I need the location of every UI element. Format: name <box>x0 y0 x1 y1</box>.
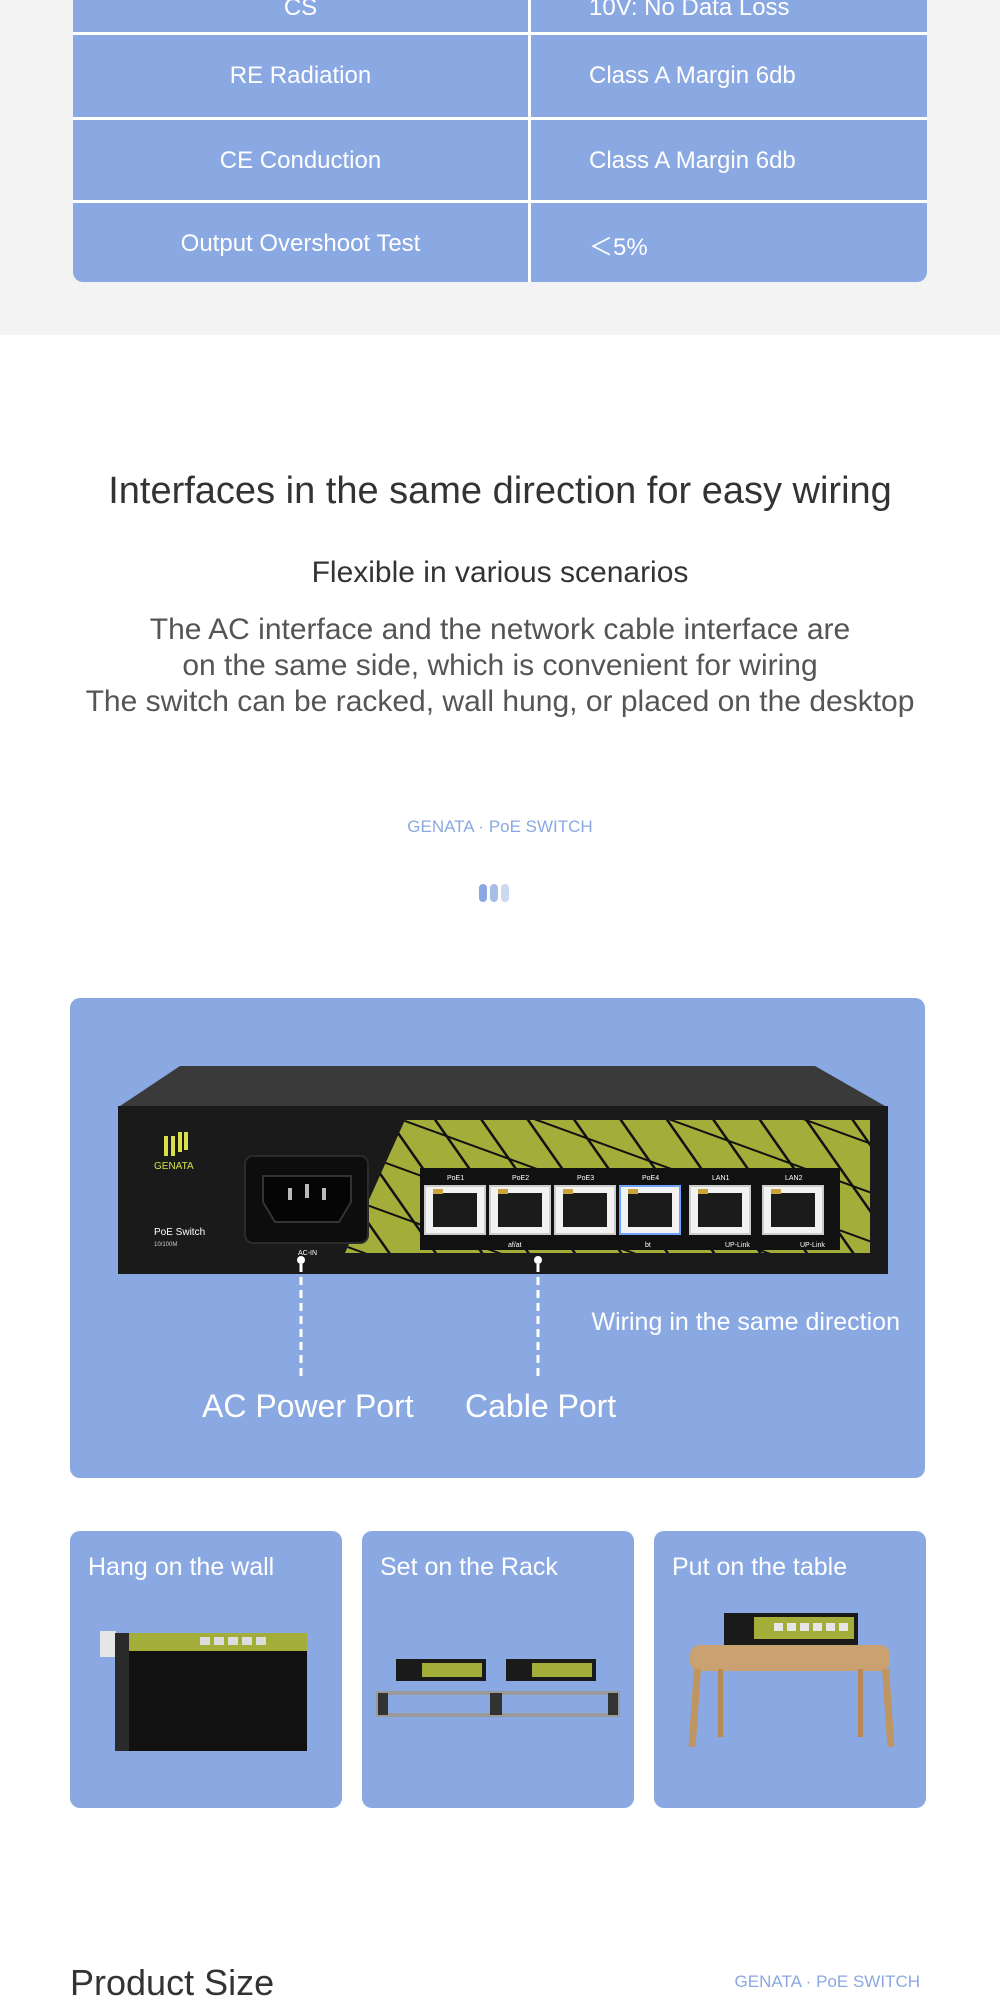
rack-mount-illustration <box>376 1659 620 1717</box>
table-row: CE Conduction Class A Margin 6db <box>73 117 927 202</box>
port-label: PoE2 <box>512 1175 529 1182</box>
port-group-label: bt <box>645 1242 651 1249</box>
wiring-label: Wiring in the same direction <box>591 1308 900 1336</box>
switch-illustration: GENATA PoE Switch 10/100M AC-IN PoE1 PoE2… <box>118 1066 888 1381</box>
rj45-socket <box>698 1193 742 1227</box>
scenario-card-wall: Hang on the wall <box>70 1531 342 1808</box>
port-group-label: UP-Link <box>725 1242 750 1249</box>
indicator-dot <box>490 884 498 902</box>
indicator-dot <box>479 884 487 902</box>
ac-in-label: AC-IN <box>298 1250 317 1257</box>
brand-tagline: GENATA · PoE SWITCH <box>407 817 593 836</box>
spec-label: Output Overshoot Test <box>180 230 421 257</box>
port-led <box>698 1189 708 1194</box>
port-label: PoE4 <box>642 1175 659 1182</box>
spec-table: CS 10V: No Data Loss RE Radiation Class … <box>73 0 927 282</box>
switch-hero-panel: GENATA PoE Switch 10/100M AC-IN PoE1 PoE2… <box>70 998 925 1478</box>
port-group-label: af/at <box>508 1242 522 1249</box>
spec-value: Class A Margin 6db <box>589 147 796 174</box>
rj45-socket <box>771 1193 815 1227</box>
rj45-socket <box>563 1193 607 1227</box>
section-title: Interfaces in the same direction for eas… <box>108 470 892 512</box>
description-line: The AC interface and the network cable i… <box>149 613 851 646</box>
port-led <box>563 1189 573 1194</box>
device-model: PoE Switch <box>154 1227 205 1238</box>
switch-top <box>120 1066 885 1106</box>
spec-label: CS <box>283 0 318 21</box>
port-led <box>433 1189 443 1194</box>
port-label: PoE3 <box>577 1175 594 1182</box>
indicator-dot <box>501 884 509 902</box>
scenario-card-table: Put on the table <box>654 1531 926 1808</box>
table-row: RE Radiation Class A Margin 6db <box>73 32 927 117</box>
spec-value: ＜5% <box>589 233 648 261</box>
device-speed: 10/100M <box>154 1242 177 1248</box>
spec-value: Class A Margin 6db <box>589 62 796 89</box>
genata-logo <box>164 1132 188 1156</box>
brand-tagline: GENATA · PoE SWITCH <box>734 1972 920 1991</box>
card-title: Set on the Rack <box>380 1553 558 1581</box>
spec-label: CE Conduction <box>219 147 382 174</box>
rj45-socket <box>498 1193 542 1227</box>
cable-port-label: Cable Port <box>465 1388 617 1424</box>
description-line: on the same side, which is convenient fo… <box>182 649 818 682</box>
rj45-socket <box>628 1193 672 1227</box>
section-subtitle: Flexible in various scenarios <box>311 556 689 589</box>
port-label: LAN1 <box>712 1175 730 1182</box>
table-divider <box>528 0 531 282</box>
description-line: The switch can be racked, wall hung, or … <box>85 685 915 718</box>
port-group-label: UP-Link <box>800 1242 825 1249</box>
rj45-socket <box>433 1193 477 1227</box>
spec-section: CS 10V: No Data Loss RE Radiation Class … <box>0 0 1000 335</box>
table-row: Output Overshoot Test ＜5% <box>73 200 927 282</box>
section-description: The AC interface and the network cable i… <box>0 612 1000 720</box>
spec-value: 10V: No Data Loss <box>589 0 790 21</box>
table-row: CS 10V: No Data Loss <box>73 0 927 35</box>
ac-power-port-label: AC Power Port <box>202 1388 414 1424</box>
port-led <box>498 1189 508 1194</box>
scenario-cards: Hang on the wall Set on the Rack Put on … <box>70 1531 928 1808</box>
port-led <box>771 1189 781 1194</box>
port-label: LAN2 <box>785 1175 803 1182</box>
scenario-card-rack: Set on the Rack <box>362 1531 634 1808</box>
port-led <box>628 1189 638 1194</box>
product-size-title: Product Size <box>70 1962 275 2003</box>
desktop-illustration <box>688 1613 895 1748</box>
spec-label: RE Radiation <box>229 62 372 89</box>
carousel-indicator <box>479 884 512 902</box>
wall-mount-illustration <box>100 1631 307 1751</box>
card-title: Hang on the wall <box>88 1553 275 1581</box>
port-label: PoE1 <box>447 1175 464 1182</box>
device-brand: GENATA <box>154 1161 194 1172</box>
card-title: Put on the table <box>672 1553 848 1581</box>
